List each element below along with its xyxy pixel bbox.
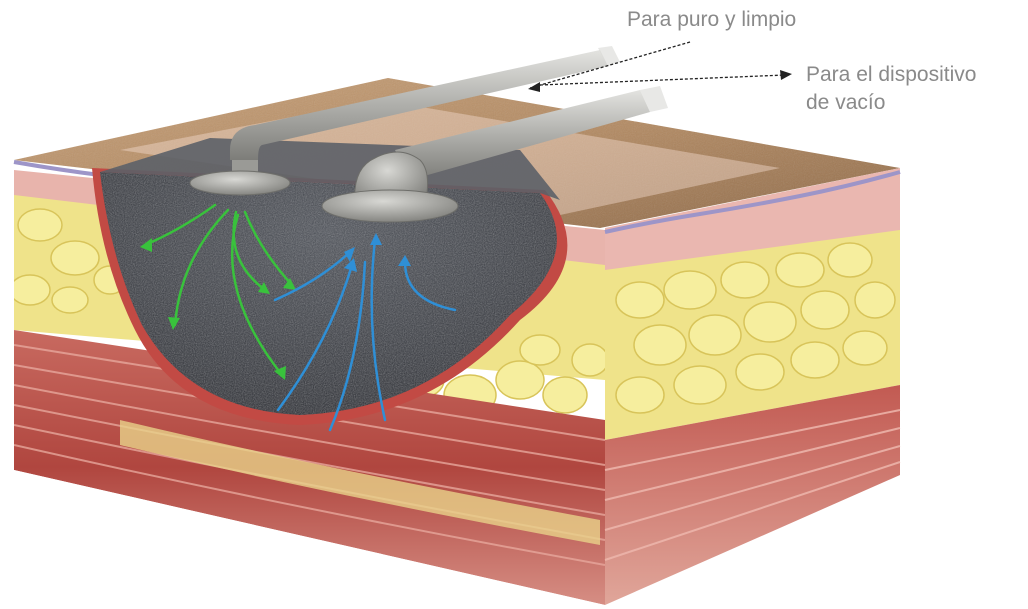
outlet-label-line1: Para el dispositivo <box>806 61 976 89</box>
outlet-label-line2: de vacío <box>806 89 976 117</box>
arrow-head-outlet <box>780 70 792 80</box>
outlet-label: Para el dispositivo de vacío <box>806 61 976 117</box>
inlet-port-flange <box>190 171 290 195</box>
outlet-port-flange <box>322 190 458 222</box>
inlet-label: Para puro y limpio <box>627 6 796 34</box>
